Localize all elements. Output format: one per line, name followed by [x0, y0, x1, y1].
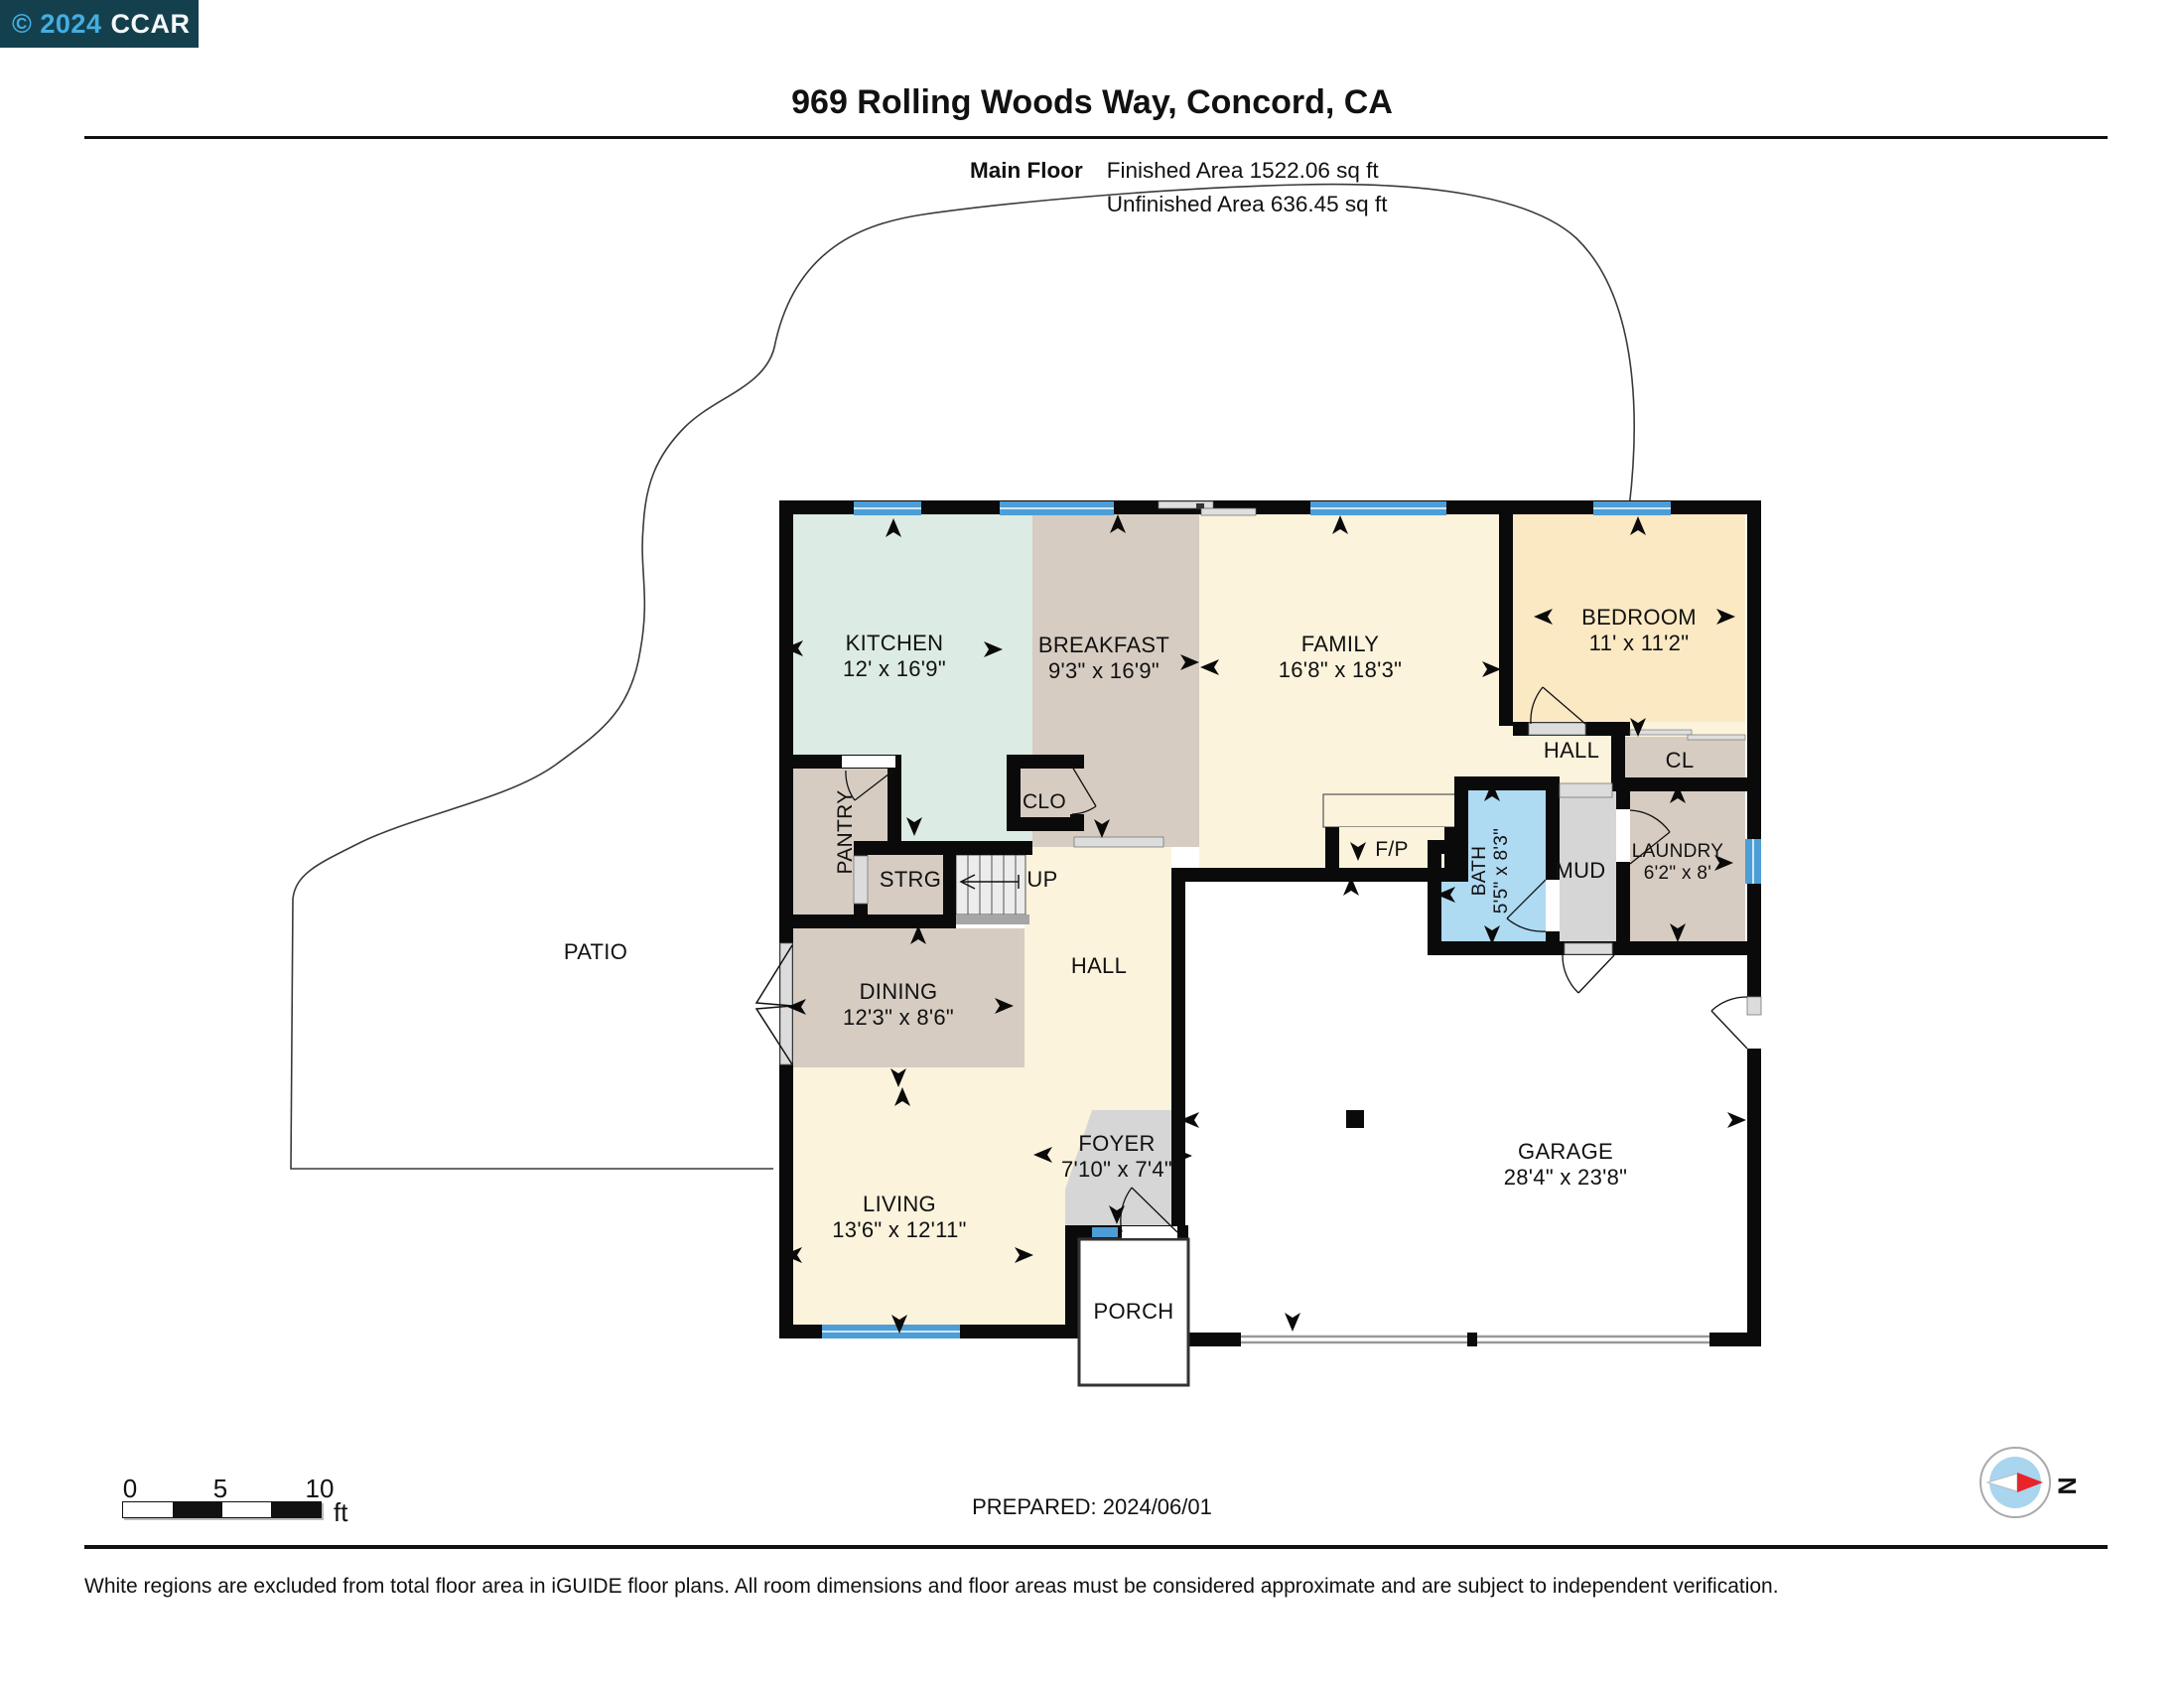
disclaimer-text: White regions are excluded from total fl…	[84, 1575, 1779, 1598]
porch-outline	[1077, 1237, 1190, 1387]
scale-tick-0: 0	[122, 1474, 138, 1503]
badge-org: CCAR	[110, 9, 191, 39]
title-divider	[84, 136, 2108, 139]
unfinished-area: Unfinished Area 636.45 sq ft	[1106, 192, 1388, 216]
patio-boundary	[290, 183, 1635, 1170]
windows	[822, 501, 1761, 1338]
staircase	[950, 854, 1029, 924]
sliding-doors	[1158, 500, 1746, 741]
door-sills	[779, 722, 1762, 1238]
room-label-pantry: PANTRY	[834, 789, 857, 875]
scale-tick-5: 5	[212, 1474, 228, 1503]
footer-divider	[84, 1545, 2108, 1549]
scale-unit: ft	[334, 1497, 348, 1527]
garage-doors	[1241, 1333, 1709, 1346]
room-label-porch: PORCH	[1093, 1299, 1174, 1324]
scale-bar	[122, 1501, 322, 1518]
compass-icon	[1979, 1447, 2051, 1518]
badge-year: © 2024	[12, 9, 102, 39]
stairs-up-label: UP	[1026, 867, 1058, 892]
room-label-mud: MUD	[1555, 858, 1606, 883]
room-label-hall-upper: HALL	[1543, 738, 1600, 763]
room-label-strg: STRG	[879, 867, 942, 892]
dimension-arrows	[783, 514, 1746, 1334]
room-label-cl: CL	[1665, 748, 1695, 773]
prepared-date: PREPARED: 2024/06/01	[972, 1494, 1212, 1519]
area-summary: Main Floor Finished Area 1522.06 sq ft U…	[970, 154, 1387, 221]
finished-area: Finished Area 1522.06 sq ft	[1106, 158, 1379, 183]
room-label-patio: PATIO	[563, 939, 628, 964]
room-label-hall-lower: HALL	[1070, 953, 1128, 978]
garage-column	[1346, 1110, 1364, 1128]
room-label-clo: CLO	[1022, 790, 1067, 813]
floor-label: Main Floor	[970, 158, 1083, 183]
compass-north-label: N	[2052, 1477, 2081, 1495]
copyright-badge: © 2024 CCAR	[0, 0, 199, 48]
stairs-up-arrow	[959, 874, 1020, 890]
room-label-fp: F/P	[1375, 838, 1409, 861]
scale-tick-10: 10	[305, 1474, 335, 1503]
room-fills	[793, 514, 1745, 1325]
page-title: 969 Rolling Woods Way, Concord, CA	[791, 83, 1393, 121]
